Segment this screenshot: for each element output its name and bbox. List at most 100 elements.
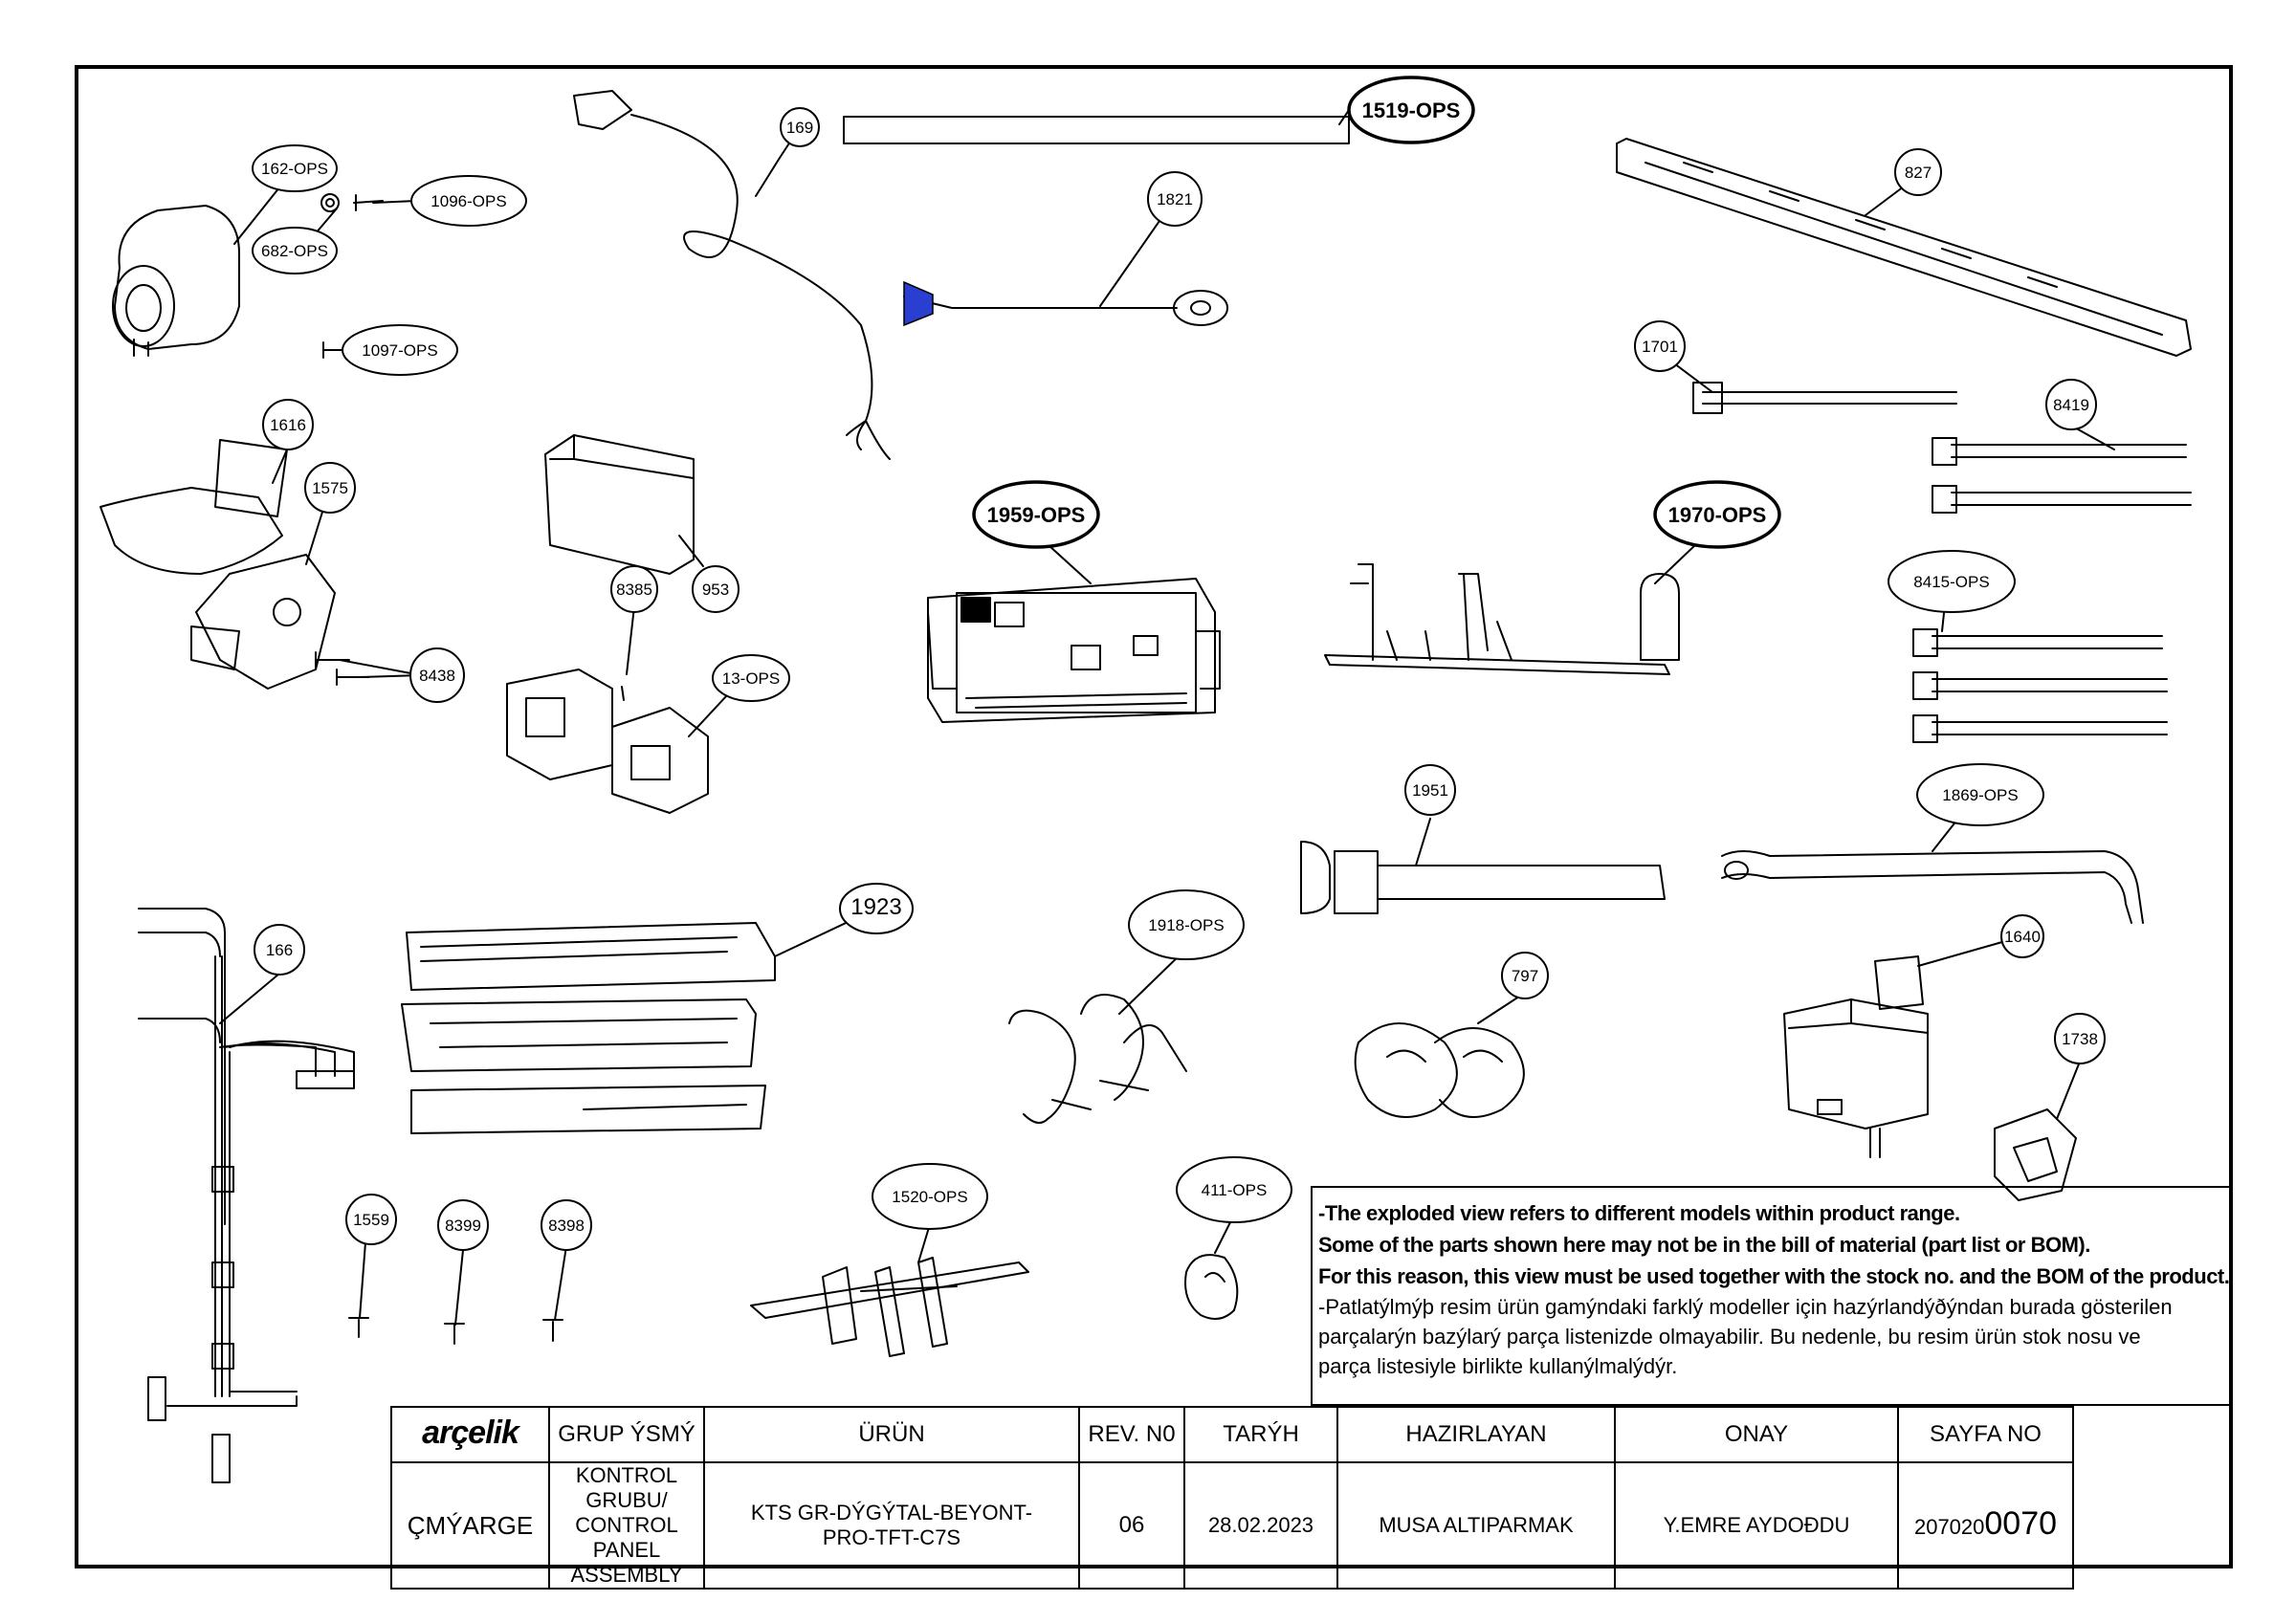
part-1520-ops-holder xyxy=(750,1257,1029,1357)
callout-label: 1701 xyxy=(1642,338,1678,356)
callout-label: 1918-OPS xyxy=(1148,916,1224,934)
callout-8419: 8419 xyxy=(2045,379,2097,430)
note-tr-line-3: parça listesiyle birlikte kullanýlmalýdý… xyxy=(1318,1354,1678,1378)
callout-bubble xyxy=(409,647,465,703)
callout-169: 169 xyxy=(780,107,820,147)
callout-1559: 1559 xyxy=(345,1194,397,1245)
callout-bubble xyxy=(2054,1013,2106,1064)
callout-label: 1970-OPS xyxy=(1668,503,1767,527)
callout-1959-ops: 1959-OPS xyxy=(972,480,1100,549)
callout-label: 1616 xyxy=(270,416,306,434)
part-1701-cable-tie xyxy=(1702,391,1957,405)
callout-bubble xyxy=(437,1199,489,1251)
callout-label: 8399 xyxy=(445,1217,481,1235)
product-value: KTS GR-DÝGÝTAL-BEYONT-PRO-TFT-C7S xyxy=(703,1461,1080,1590)
callout-bubble xyxy=(780,107,820,147)
callout-bubble xyxy=(252,227,338,274)
page-number-prefix: 207020 xyxy=(1913,1515,1985,1539)
callout-1918-ops: 1918-OPS xyxy=(1128,889,1245,960)
callout-1701: 1701 xyxy=(1634,320,1686,372)
site-value: ÇMÝARGE xyxy=(390,1461,550,1590)
callout-13-ops: 13-OPS xyxy=(712,654,790,702)
callout-1097-ops: 1097-OPS xyxy=(342,324,458,376)
note-en-line-3: For this reason, this view must be used … xyxy=(1318,1264,2230,1288)
callout-bubble xyxy=(1147,171,1203,227)
revision-value: 06 xyxy=(1078,1461,1185,1590)
callout-label: 797 xyxy=(1512,967,1538,985)
callout-label: 8419 xyxy=(2053,396,2089,414)
callout-1520-ops: 1520-OPS xyxy=(872,1163,988,1230)
part-1918-ops-clips xyxy=(1008,994,1187,1124)
callout-bubble xyxy=(712,654,790,702)
callout-1869-ops: 1869-OPS xyxy=(1916,763,2044,826)
page-number-value: 2070200070 xyxy=(1897,1461,2074,1590)
callout-bubble xyxy=(1894,148,1942,196)
callout-797: 797 xyxy=(1501,952,1549,999)
disclaimer-note: -The exploded view refers to different m… xyxy=(1311,1186,2231,1406)
callout-1616: 1616 xyxy=(262,399,314,450)
part-953-box xyxy=(544,434,695,575)
date-label: TARÝH xyxy=(1183,1406,1338,1463)
callout-label: 8385 xyxy=(616,581,652,599)
callout-bubble xyxy=(252,144,338,192)
page-number-label: SAYFA NO xyxy=(1897,1406,2074,1463)
product-label: ÜRÜN xyxy=(703,1406,1080,1463)
callout-1951: 1951 xyxy=(1404,764,1456,816)
callout-bubble xyxy=(1347,76,1475,144)
callout-label: 1640 xyxy=(2004,928,2041,946)
date-value: 28.02.2023 xyxy=(1183,1461,1338,1590)
callout-label: 1738 xyxy=(2062,1030,2098,1048)
callout-label: 1951 xyxy=(1412,781,1448,800)
callout-8399: 8399 xyxy=(437,1199,489,1251)
callout-682-ops: 682-OPS xyxy=(252,227,338,274)
callout-827: 827 xyxy=(1894,148,1942,196)
callout-8415-ops: 8415-OPS xyxy=(1888,550,2016,613)
title-block-value-row: ÇMÝARGE KONTROL GRUBU/ CONTROL PANEL ASS… xyxy=(390,1461,2074,1590)
ground-lug-marker xyxy=(903,280,934,327)
title-block: arçelik GRUP ÝSMÝ ÜRÜN REV. N0 TARÝH HAZ… xyxy=(390,1406,2074,1590)
callout-bubble xyxy=(1128,889,1245,960)
callout-953: 953 xyxy=(692,565,740,613)
callout-1519-ops: 1519-OPS xyxy=(1347,76,1475,144)
part-1640-pressure-switch xyxy=(1783,955,1929,1158)
callout-bubble xyxy=(1634,320,1686,372)
callout-bubble xyxy=(692,565,740,613)
approval-label: ONAY xyxy=(1614,1406,1899,1463)
callout-bubble xyxy=(345,1194,397,1245)
part-797-clips xyxy=(1354,1022,1525,1118)
part-1970-ops-holder xyxy=(1324,563,1680,675)
callout-8398: 8398 xyxy=(541,1199,592,1251)
prepared-by-value: MUSA ALTIPARMAK xyxy=(1336,1461,1616,1590)
callout-label: 162-OPS xyxy=(261,160,328,178)
callout-8385: 8385 xyxy=(610,565,658,613)
callout-bubble xyxy=(1176,1156,1292,1223)
note-en-line-2: Some of the parts shown here may not be … xyxy=(1318,1233,2090,1257)
callout-label: 1520-OPS xyxy=(892,1188,967,1206)
callout-label: 1869-OPS xyxy=(1942,786,2018,804)
part-411-ops-clip xyxy=(1184,1254,1239,1320)
callout-bubble xyxy=(304,462,356,514)
part-1959-ops-board xyxy=(927,578,1221,723)
callout-label: 8398 xyxy=(548,1217,585,1235)
part-169-power-cord xyxy=(573,90,891,460)
callout-label: 1096-OPS xyxy=(430,192,506,210)
note-tr-line-1: -Patlatýlmýþ resim ürün gamýndaki farklý… xyxy=(1318,1295,2173,1319)
callout-1970-ops: 1970-OPS xyxy=(1653,480,1781,549)
callout-bubble xyxy=(2045,379,2097,430)
callout-bubble xyxy=(1653,480,1781,549)
callout-bubble xyxy=(610,565,658,613)
part-166-wiring-harness xyxy=(138,908,355,1483)
part-1738-clip xyxy=(1994,1108,2077,1201)
group-name-value: KONTROL GRUBU/ CONTROL PANEL ASSEMBLY xyxy=(548,1461,705,1590)
callout-label: 1575 xyxy=(312,479,348,497)
callout-label: 169 xyxy=(786,119,813,137)
part-1869-ops-hook xyxy=(1721,850,2144,924)
prepared-by-label: HAZIRLAYAN xyxy=(1336,1406,1616,1463)
part-162-ops-filter xyxy=(112,205,240,357)
callout-bubble xyxy=(410,175,527,227)
approval-value: Y.EMRE AYDOÐDU xyxy=(1614,1461,1899,1590)
part-1923-display-board xyxy=(401,922,776,1134)
part-827-rail xyxy=(1616,138,2192,357)
